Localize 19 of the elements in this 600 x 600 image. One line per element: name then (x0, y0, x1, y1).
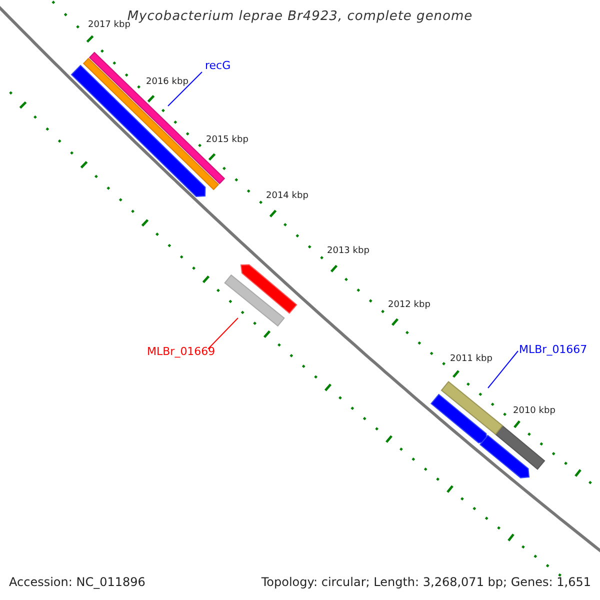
tick-label: 2015 kbp (206, 136, 248, 145)
genome-summary-text: Topology: circular; Length: 3,268,071 bp; Genes: 1,651 (261, 576, 591, 588)
gene-label: recG (205, 60, 231, 71)
tick-label: 2017 kbp (88, 21, 130, 30)
accession-text: Accession: NC_011896 (9, 576, 146, 588)
title: Mycobacterium leprae Br4923, complete genome (127, 10, 474, 23)
tick-label: 2012 kbp (388, 301, 430, 310)
leader-line (208, 318, 238, 350)
tick-label: 2014 kbp (266, 192, 308, 201)
tick-label: 2011 kbp (450, 355, 492, 364)
leader-line (488, 350, 518, 388)
tick-label: 2016 kbp (146, 78, 188, 87)
leader-line (168, 72, 202, 106)
gene-bar (224, 274, 285, 327)
gene-label: MLBr_01667 (519, 344, 588, 355)
tick-label: 2013 kbp (327, 247, 370, 256)
gene-bar (440, 381, 504, 435)
gene-label: MLBr_01669 (147, 346, 216, 357)
tick-label: 2010 kbp (513, 407, 556, 416)
